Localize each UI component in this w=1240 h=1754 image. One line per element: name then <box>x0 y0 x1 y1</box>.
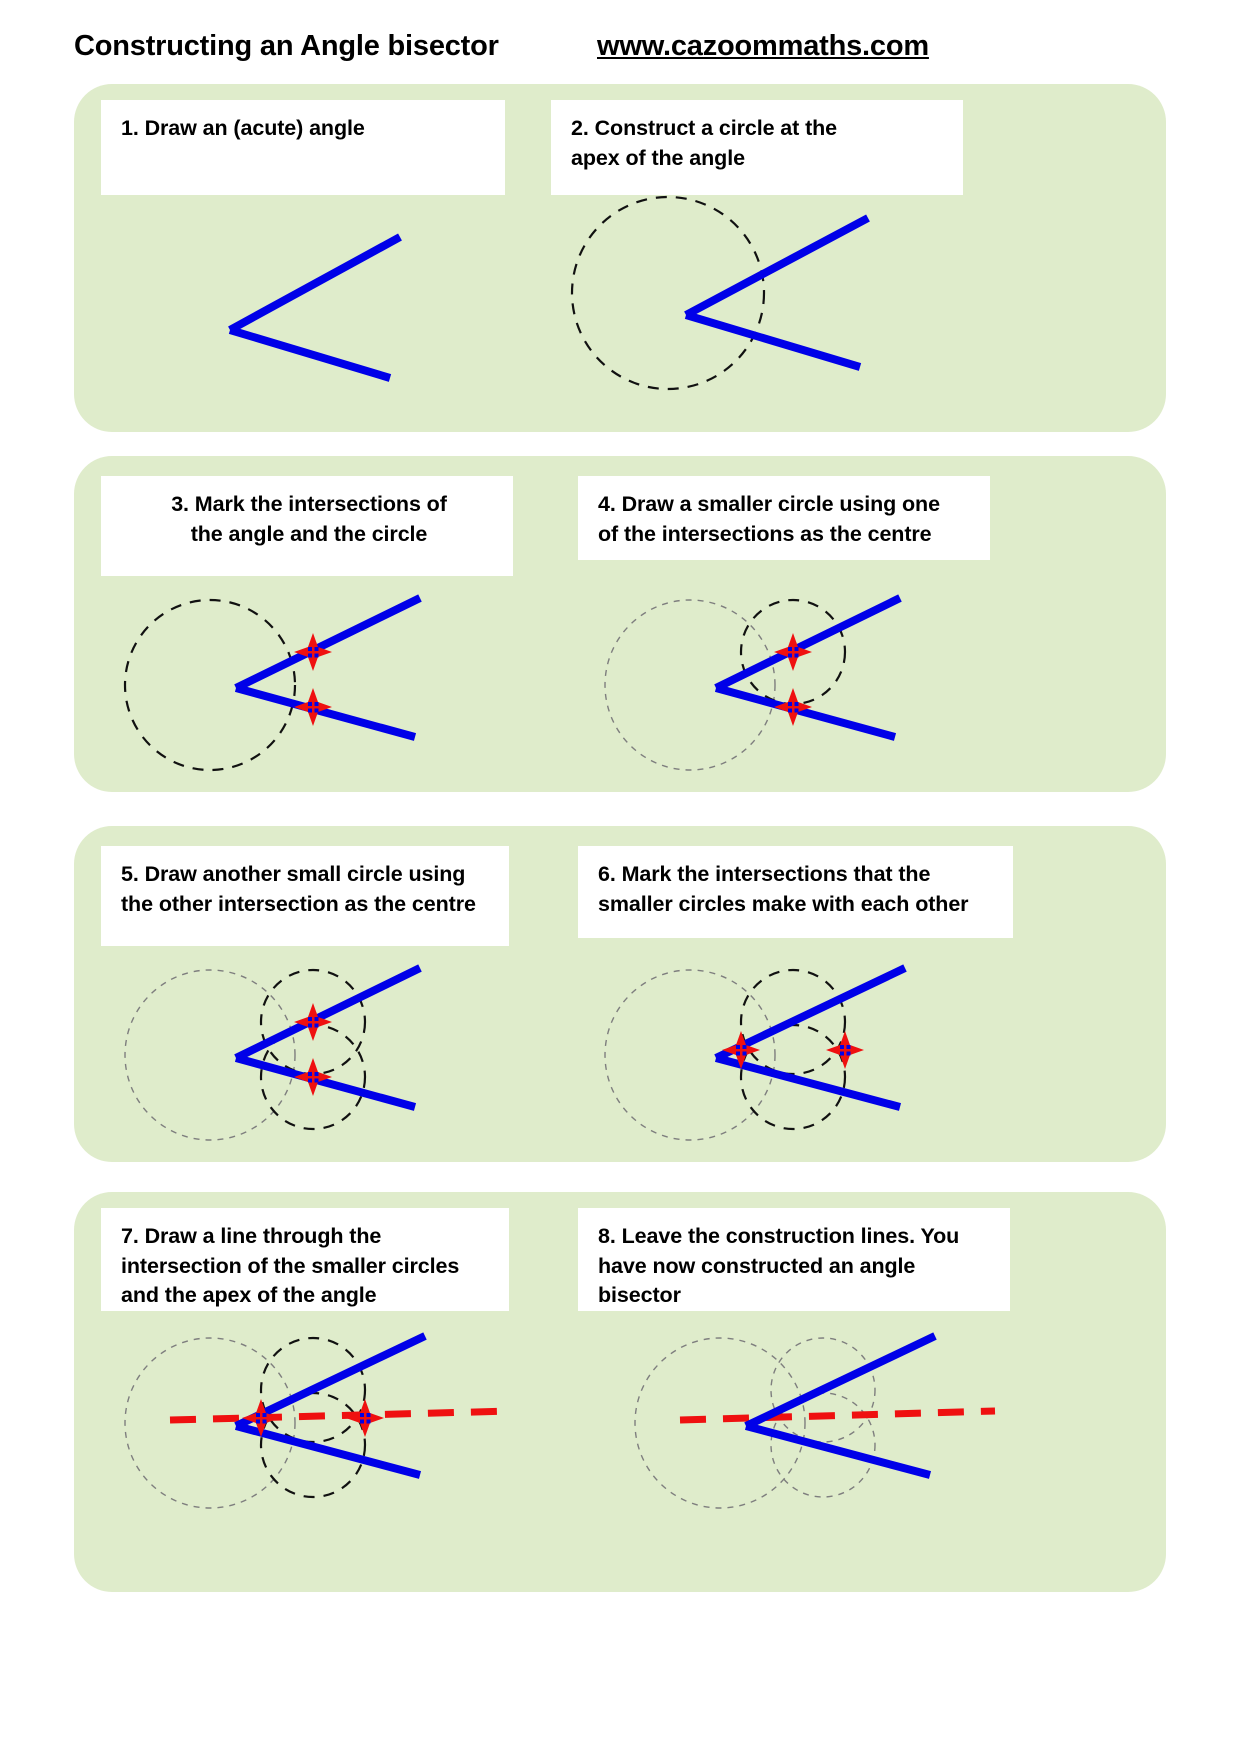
apex-circle-faint <box>604 969 776 1141</box>
circle-intersection-marker-right <box>346 1399 384 1437</box>
circle-intersection-marker-left <box>242 1399 280 1437</box>
intersection-marker-lower <box>774 688 812 726</box>
step-3-figure <box>115 580 445 772</box>
intersection-marker-upper <box>294 1003 332 1041</box>
apex-circle <box>123 598 297 772</box>
angle-upper-ray <box>714 964 907 1062</box>
angle-lower-ray <box>234 684 417 741</box>
step-7-caption: 7. Draw a line through the intersection … <box>101 1208 509 1311</box>
angle-lower-ray <box>228 326 392 382</box>
intersection-marker-lower <box>294 1058 332 1096</box>
circle-intersection-marker-left <box>722 1031 760 1069</box>
step-8-caption: 8. Leave the construction lines. You hav… <box>578 1208 1010 1311</box>
intersection-marker-lower <box>294 688 332 726</box>
step-5-caption: 5. Draw another small circle using the o… <box>101 846 509 946</box>
angle-upper-ray <box>228 233 402 334</box>
step-7-caption-line-3: and the apex of the angle <box>121 1283 377 1308</box>
circle-intersection-marker-right <box>826 1031 864 1069</box>
step-2-figure <box>560 195 920 415</box>
apex-circle-faint <box>124 969 296 1141</box>
step-4-caption-line-1: 4. Draw a smaller circle using one <box>598 492 940 516</box>
step-6-figure <box>595 950 940 1150</box>
angle-upper-ray <box>234 964 422 1062</box>
step-8-figure <box>625 1318 1035 1538</box>
step-6-caption-line-2: smaller circles make with each other <box>598 891 969 916</box>
step-5-caption-line-2: the other intersection as the centre <box>121 891 476 916</box>
intersection-marker-upper <box>294 633 332 671</box>
page-header: Constructing an Angle bisector www.cazoo… <box>0 30 1240 80</box>
small-circle-first <box>259 1336 367 1444</box>
apex-circle <box>570 195 766 391</box>
step-8-caption-line-3: bisector <box>598 1283 681 1308</box>
apex-circle-faint <box>634 1337 806 1509</box>
step-7-figure <box>115 1318 525 1538</box>
small-circle-first <box>739 968 847 1076</box>
step-1-figure <box>150 215 470 405</box>
angle-lower-ray <box>714 1054 902 1111</box>
step-2-caption-line-2: apex of the angle <box>571 145 745 170</box>
step-5-figure <box>115 950 455 1150</box>
step-4-caption: 4. Draw a smaller circle using one of th… <box>578 476 990 560</box>
step-3-caption: 3. Mark the intersections of the angle a… <box>101 476 513 576</box>
angle-lower-ray <box>744 1422 932 1479</box>
angle-upper-ray <box>234 1332 427 1430</box>
step-4-figure <box>595 580 935 771</box>
page-title: Constructing an Angle bisector <box>74 30 499 62</box>
angle-upper-ray <box>744 1332 937 1430</box>
step-2-caption-line-1: 2. Construct a circle at the <box>571 116 838 140</box>
step-6-caption: 6. Mark the intersections that the small… <box>578 846 1013 938</box>
angle-upper-ray <box>714 594 902 692</box>
small-circle-first-faint <box>770 1337 876 1443</box>
angle-bisector-line <box>679 1407 996 1424</box>
angle-lower-ray <box>234 1422 422 1479</box>
angle-upper-ray <box>234 594 422 692</box>
apex-circle-faint <box>124 1337 296 1509</box>
step-5-caption-line-1: 5. Draw another small circle using <box>121 862 466 886</box>
step-7-caption-line-1: 7. Draw a line through the <box>121 1224 382 1248</box>
step-6-caption-line-1: 6. Mark the intersections that the <box>598 862 931 886</box>
step-7-caption-line-2: intersection of the smaller circles <box>121 1253 460 1278</box>
step-8-caption-line-1: 8. Leave the construction lines. You <box>598 1224 960 1248</box>
angle-lower-ray <box>684 311 862 371</box>
step-3-caption-line-2: the angle and the circle <box>190 521 428 546</box>
step-2-caption: 2. Construct a circle at the apex of the… <box>551 100 963 195</box>
apex-circle-faint <box>604 599 776 771</box>
step-8-caption-line-2: have now constructed an angle <box>598 1253 916 1278</box>
angle-upper-ray <box>684 214 870 319</box>
step-4-caption-line-2: of the intersections as the centre <box>598 521 932 546</box>
intersection-marker-upper <box>774 633 812 671</box>
website-url: www.cazoommaths.com <box>597 30 929 62</box>
angle-lower-ray <box>714 684 897 741</box>
angle-lower-ray <box>234 1054 417 1111</box>
step-3-caption-line-1: 3. Mark the intersections of <box>171 492 447 516</box>
angle-bisector-line <box>169 1407 514 1424</box>
step-1-caption-line-1: 1. Draw an (acute) angle <box>121 116 365 140</box>
step-1-caption: 1. Draw an (acute) angle <box>101 100 505 195</box>
